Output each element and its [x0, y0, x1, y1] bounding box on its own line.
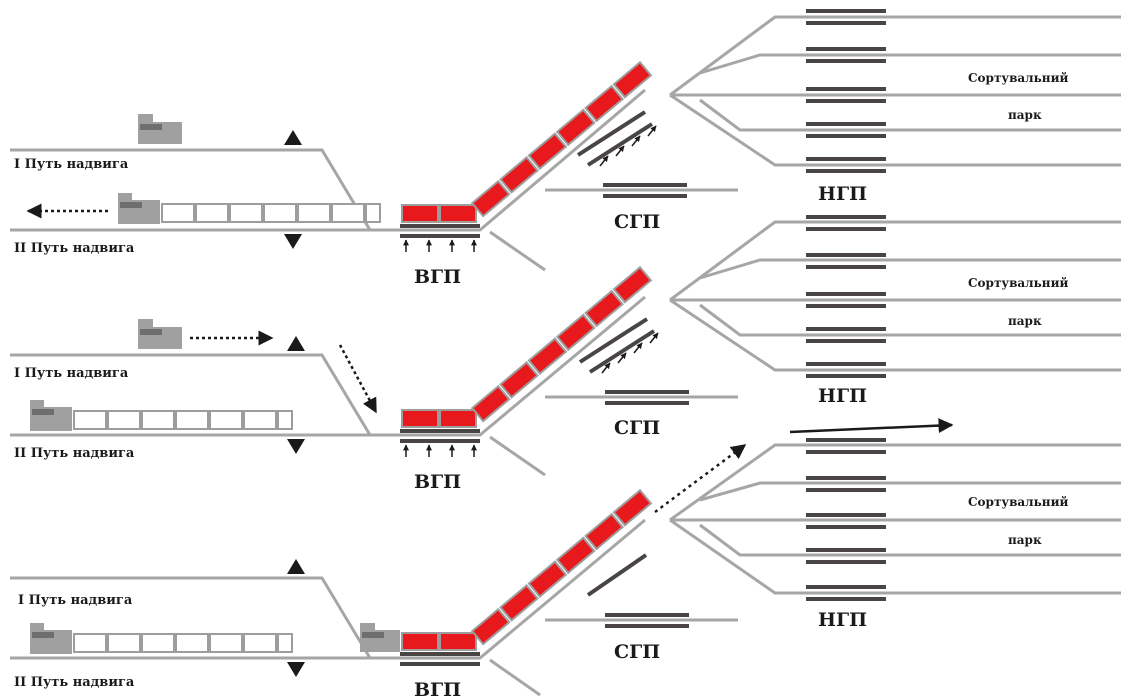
incline-brake — [576, 110, 654, 167]
ngp-label: НГП — [818, 609, 867, 631]
train-track-2 — [30, 623, 293, 654]
incline-brake — [586, 553, 648, 597]
train-track-2 — [118, 193, 381, 224]
track-2 — [10, 518, 646, 660]
track-1-label: I Путь надвига — [14, 366, 129, 381]
train-track-2 — [30, 400, 293, 431]
sorting-tracks — [669, 443, 1121, 595]
track-1 — [10, 576, 372, 659]
signal-up-icon — [287, 336, 305, 351]
locomotive-track-1 — [138, 114, 182, 144]
move-diagonal-arrow — [654, 443, 747, 514]
sorting-tracks — [669, 220, 1121, 372]
signal-down-icon — [287, 439, 305, 454]
track-2 — [10, 295, 646, 437]
locomotive-track-1 — [138, 319, 182, 349]
move-right-solid-arrow — [789, 418, 954, 434]
track-1-label: I Путь надвига — [18, 593, 133, 608]
track-2-label: II Путь надвига — [14, 446, 135, 461]
spur-track — [489, 230, 546, 272]
track-1-label: I Путь надвига — [14, 157, 129, 172]
park-label-1: Сортувальний — [968, 495, 1068, 509]
move-down-arrow — [338, 344, 378, 414]
panel-3: I Путь надвига II Путь надвига ВГП СГП Н… — [10, 418, 1121, 698]
ngp-brakes — [806, 438, 886, 601]
red-cars-hump — [401, 60, 653, 223]
panel-2: I Путь надвига II Путь надвига ВГП СГП Н… — [10, 215, 1121, 493]
ngp-brakes — [806, 215, 886, 378]
sgp-label: СГП — [614, 417, 660, 439]
signal-down-icon — [287, 662, 305, 677]
park-label-1: Сортувальний — [968, 276, 1068, 290]
panel-1: I Путь надвига II Путь надвига ВГП СГП Н… — [10, 9, 1121, 288]
incline-brake — [578, 317, 656, 374]
track-2-label: II Путь надвига — [14, 675, 135, 690]
signal-down-icon — [284, 234, 302, 249]
vgp-label: ВГП — [414, 266, 461, 288]
ngp-brakes — [806, 9, 886, 173]
park-label-2: парк — [1008, 533, 1042, 547]
incline-force-arrows — [599, 125, 657, 167]
vgp-brake — [400, 429, 480, 443]
vgp-label: ВГП — [414, 679, 461, 698]
vgp-brake — [400, 652, 480, 666]
spur-track — [489, 435, 546, 477]
spur-track — [489, 658, 541, 697]
park-label-2: парк — [1008, 314, 1042, 328]
sgp-brake — [603, 183, 687, 198]
signal-up-icon — [284, 130, 302, 145]
locomotive-hump — [360, 623, 400, 652]
vgp-label: ВГП — [414, 471, 461, 493]
track-1 — [10, 353, 372, 436]
vgp-force-arrows — [403, 239, 477, 252]
ngp-label: НГП — [818, 183, 867, 205]
ngp-label: НГП — [818, 385, 867, 407]
incline-force-arrows — [601, 332, 659, 374]
sgp-brake — [605, 390, 689, 405]
sgp-brake — [605, 613, 689, 628]
signal-up-icon — [287, 559, 305, 574]
sgp-label: СГП — [614, 211, 660, 233]
sorting-tracks — [669, 15, 1121, 167]
vgp-brake — [400, 224, 480, 238]
track-2 — [10, 88, 646, 232]
vgp-force-arrows — [403, 444, 477, 457]
sgp-label: СГП — [614, 641, 660, 663]
park-label-1: Сортувальний — [968, 71, 1068, 85]
red-cars-hump — [401, 488, 653, 651]
red-cars-hump — [401, 265, 653, 428]
park-label-2: парк — [1008, 108, 1042, 122]
track-2-label: II Путь надвига — [14, 241, 135, 256]
